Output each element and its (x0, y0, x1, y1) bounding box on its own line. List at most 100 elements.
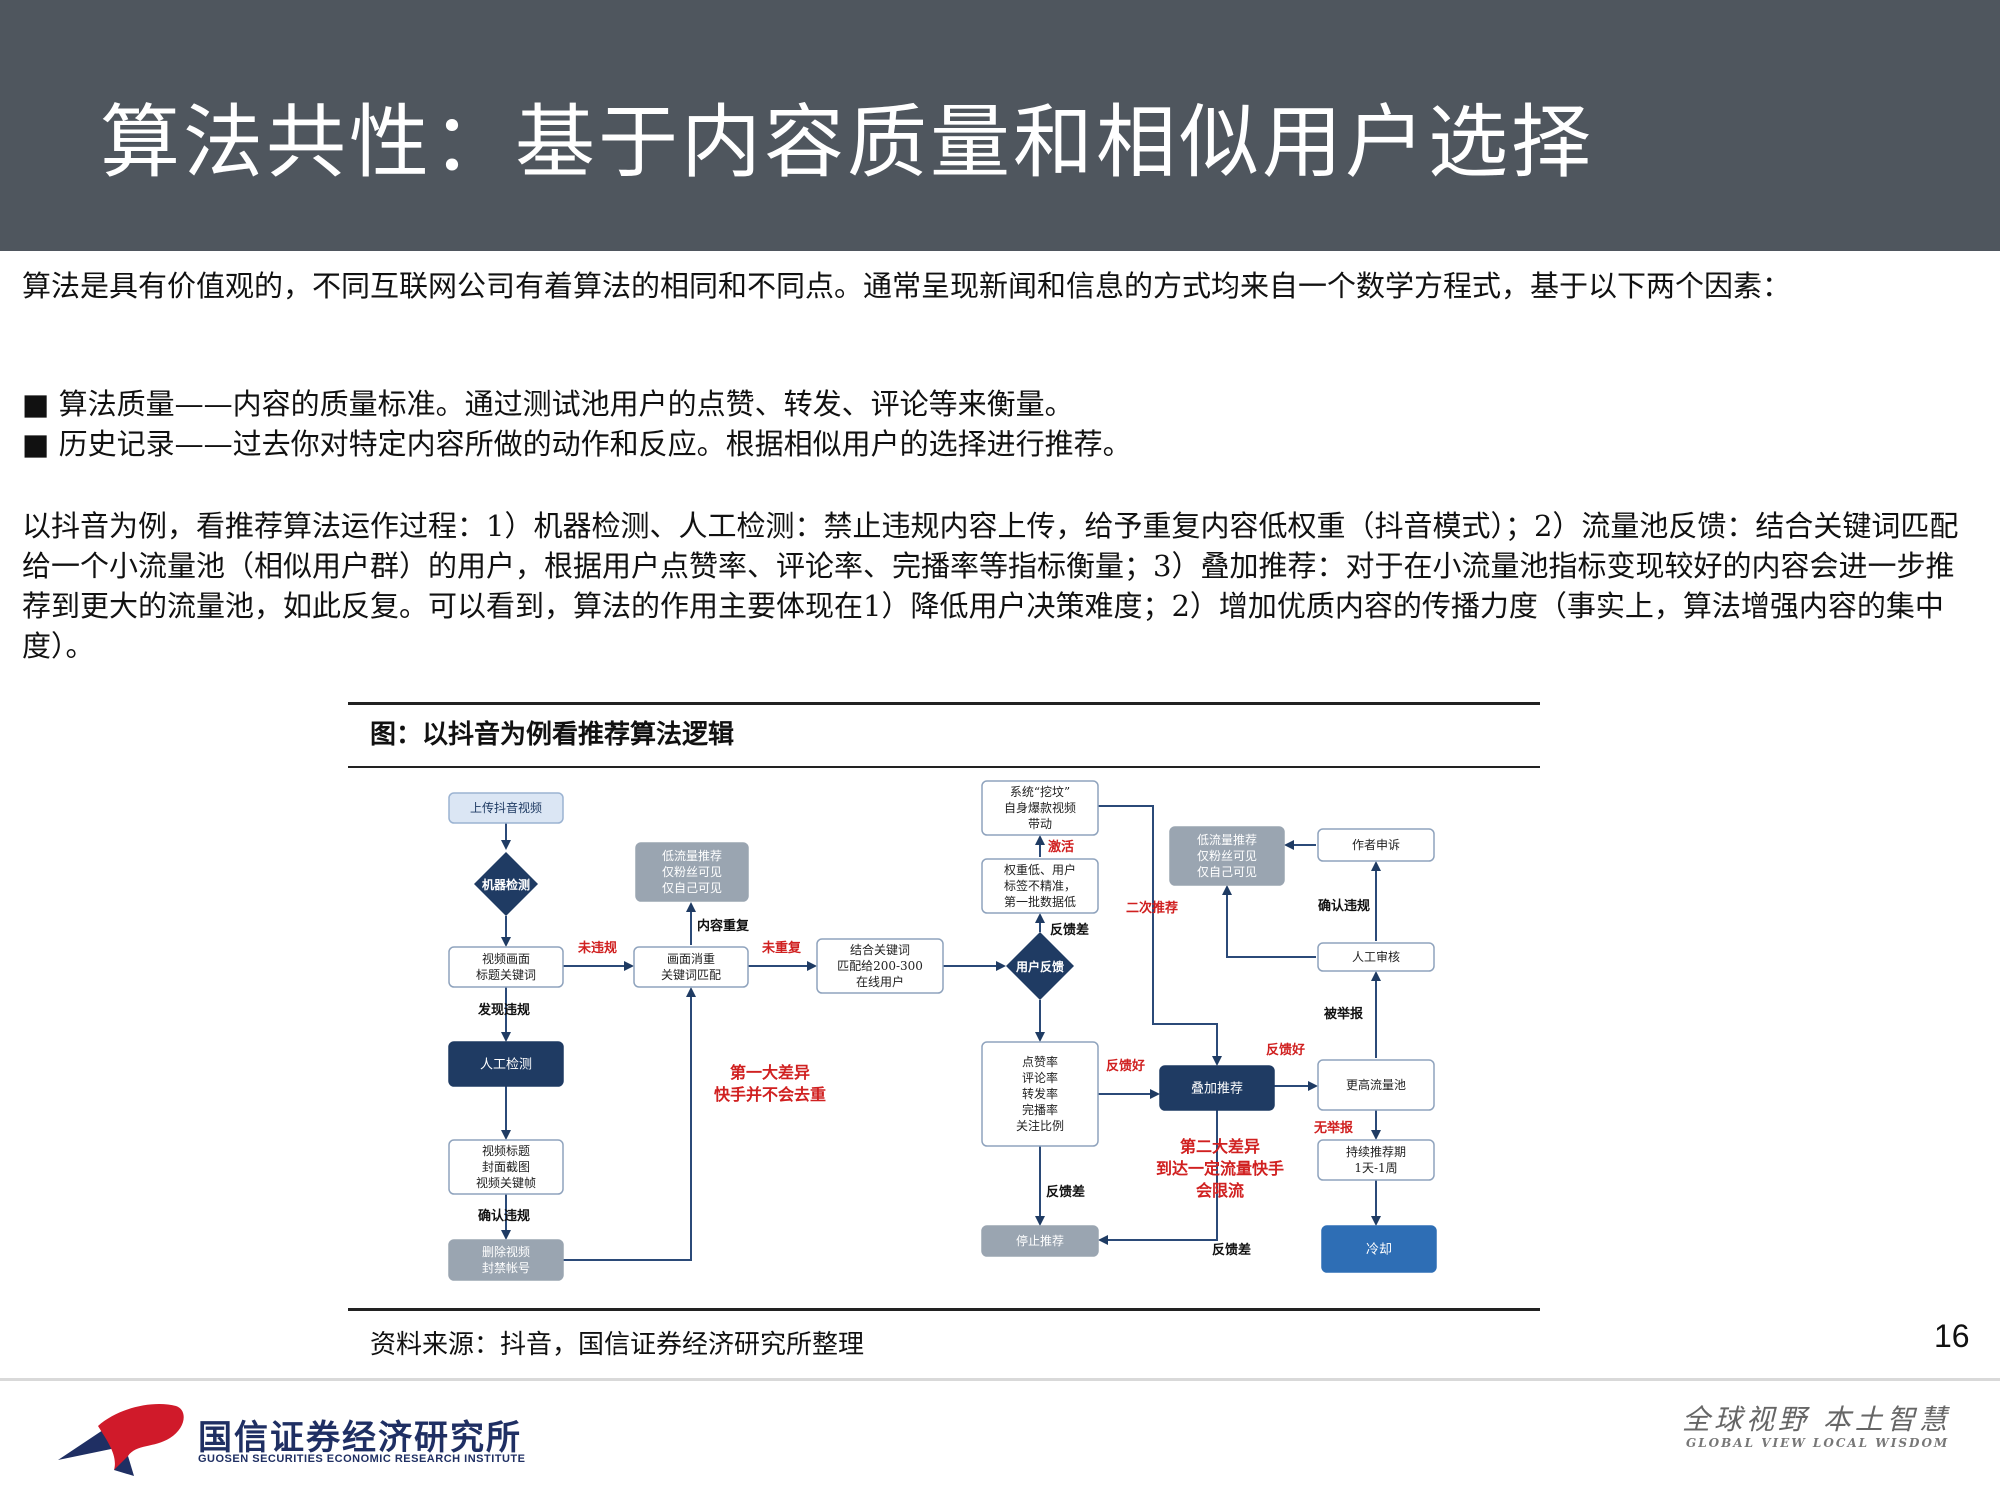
node-keyword-match-label: 在线用户 (856, 974, 904, 989)
node-keyword-match-label: 匹配给200-300 (837, 959, 923, 973)
node-user-feedback: 用户反馈 (1006, 932, 1074, 1000)
label-found-violation: 发现违规 (477, 1002, 530, 1018)
slogan-en: GLOBAL VIEW LOCAL WISDOM (1686, 1436, 1950, 1450)
note-first-difference: 快手并不会去重 (714, 1085, 826, 1104)
node-low-weight-label: 第一批数据低 (1004, 894, 1076, 909)
node-cooldown-label: 冷却 (1366, 1243, 1392, 1258)
note-second-difference: 会限流 (1196, 1181, 1244, 1200)
node-mining-label: 系统“挖坟” (1010, 784, 1070, 799)
node-mining-label: 自身爆款视频 (1004, 800, 1076, 815)
label-feedback-bad-bottom: 反馈差 (1212, 1242, 1251, 1258)
bullet-list: ■ 算法质量——内容的质量标准。通过测试池用户的点赞、转发、评论等来衡量。 ■ … (22, 384, 1982, 464)
node-upload-label: 上传抖音视频 (470, 800, 542, 815)
figure-title: 图：以抖音为例看推荐算法逻辑 (370, 720, 735, 750)
label-feedback-good-right: 反馈好 (1266, 1042, 1305, 1058)
note-second-difference: 第二大差异 (1180, 1137, 1260, 1156)
bullet-item-history: ■ 历史记录——过去你对特定内容所做的动作和反应。根据相似用户的选择进行推荐。 (22, 427, 1132, 461)
node-duration-label: 持续推荐期 (1346, 1144, 1406, 1159)
page-title: 算法共性：基于内容质量和相似用户选择 (100, 96, 1594, 189)
figure-source: 资料来源：抖音，国信证券经济研究所整理 (370, 1330, 865, 1360)
node-video-frame-label: 视频画面 (482, 951, 530, 966)
node-metrics-label: 转发率 (1022, 1086, 1058, 1101)
node-low-weight-label: 权重低、用户 (1004, 862, 1076, 877)
note-second-difference: 到达一定流量快手 (1156, 1159, 1284, 1178)
bullet-item-quality: ■ 算法质量——内容的质量标准。通过测试池用户的点赞、转发、评论等来衡量。 (22, 387, 1074, 421)
slogan-cn: 全球视野 本土智慧 (1682, 1403, 1951, 1436)
node-video-meta-label: 视频关键帧 (476, 1175, 536, 1190)
node-keyword-match-label: 结合关键词 (850, 942, 910, 957)
node-review: 人工审核 (1317, 942, 1435, 972)
label-feedback-good-left: 反馈好 (1106, 1058, 1145, 1074)
node-cooldown: 冷却 (1321, 1225, 1437, 1273)
node-bigger-pool-label: 更高流量池 (1346, 1077, 1406, 1092)
label-reported: 被举报 (1323, 1006, 1364, 1022)
label-second-rec: 二次推荐 (1126, 900, 1178, 916)
label-feedback-bad-top: 反馈差 (1050, 922, 1089, 938)
label-not-duplicate: 未重复 (761, 940, 802, 956)
label-no-violation: 未违规 (577, 940, 617, 956)
node-low-flow-left-label: 仅粉丝可见 (662, 865, 722, 879)
description-paragraph: 以抖音为例，看推荐算法运作过程：1）机器检测、人工检测：禁止违规内容上传，给予重… (22, 509, 1959, 663)
intro-paragraph: 算法是具有价值观的，不同互联网公司有着算法的相同和不同点。通常呈现新闻和信息的方… (22, 269, 1792, 303)
node-dedupe-label: 画面消重 (667, 952, 715, 966)
guosen-logo-icon (58, 1404, 184, 1476)
node-bigger-pool: 更高流量池 (1317, 1059, 1435, 1111)
logo-text-en: GUOSEN SECURITIES ECONOMIC RESEARCH INST… (198, 1453, 526, 1465)
node-video-frame-label: 标题关键词 (476, 968, 536, 982)
node-stack-label: 叠加推荐 (1191, 1082, 1243, 1097)
node-manual-check-label: 人工检测 (480, 1058, 532, 1073)
label-activate: 激活 (1048, 839, 1074, 855)
figure-title-rule (348, 766, 1540, 768)
flow-arrow (563, 987, 696, 1261)
node-machine-check-label: 机器检测 (482, 877, 530, 892)
node-user-feedback-label: 用户反馈 (1015, 959, 1064, 974)
node-stop-label: 停止推荐 (1016, 1233, 1064, 1248)
node-video-meta-label: 封面截图 (482, 1160, 530, 1174)
label-duplicate: 内容重复 (697, 918, 750, 934)
node-low-flow-right-label: 仅粉丝可见 (1197, 849, 1257, 863)
node-delete-label: 删除视频 (482, 1244, 530, 1259)
footer-divider (0, 1378, 2000, 1381)
node-upload: 上传抖音视频 (448, 792, 564, 824)
node-metrics-label: 完播率 (1022, 1102, 1058, 1117)
note-first-difference: 第一大差异 (730, 1063, 810, 1082)
node-low-flow-right-label: 仅自己可见 (1197, 865, 1257, 879)
label-confirmed-violation: 确认违规 (478, 1208, 530, 1224)
node-machine-check: 机器检测 (474, 852, 538, 916)
page-number: 16 (1934, 1318, 1970, 1354)
node-duration: 持续推荐期 1天-1周 (1317, 1139, 1435, 1181)
node-stack: 叠加推荐 (1159, 1065, 1275, 1111)
label-feedback-bad-mid: 反馈差 (1046, 1184, 1085, 1200)
node-low-flow-left-label: 仅自己可见 (662, 881, 722, 895)
title-bar: 算法共性：基于内容质量和相似用户选择 (0, 0, 2000, 251)
label-confirmed-violation-right: 确认违规 (1318, 898, 1370, 914)
figure-bottom-rule (348, 1308, 1540, 1311)
node-low-flow-right-label: 低流量推荐 (1197, 833, 1257, 847)
node-video-meta-label: 视频标题 (482, 1143, 530, 1158)
node-review-label: 人工审核 (1352, 949, 1400, 964)
node-duration-label: 1天-1周 (1354, 1161, 1397, 1175)
label-no-report: 无举报 (1313, 1120, 1354, 1136)
node-stop: 停止推荐 (981, 1225, 1099, 1257)
flow-arrow (1098, 805, 1222, 1066)
flow-arrow (1098, 1110, 1218, 1245)
node-manual-check: 人工检测 (448, 1041, 564, 1087)
logo-text-cn: 国信证券经济研究所 (198, 1418, 522, 1458)
node-low-flow-left-label: 低流量推荐 (662, 849, 722, 863)
figure-top-rule (348, 702, 1540, 705)
node-metrics-label: 关注比例 (1016, 1118, 1064, 1133)
node-dedupe-label: 关键词匹配 (661, 968, 721, 982)
node-appeal-label: 作者申诉 (1352, 838, 1400, 852)
node-delete-label: 封禁帐号 (482, 1260, 530, 1275)
node-metrics-label: 评论率 (1022, 1070, 1058, 1085)
